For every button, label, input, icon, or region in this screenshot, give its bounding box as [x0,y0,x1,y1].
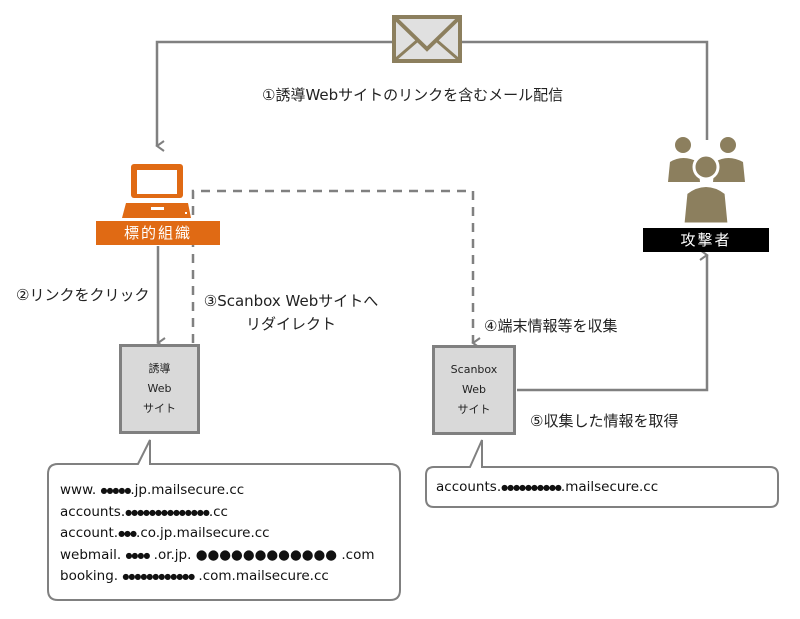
domain-suffix: .or.jp. ●●●●●●●●●●●● .com [149,546,375,563]
scanbox-domain-bubble-outline [425,439,779,508]
target-org-label: 標的組織 [96,221,220,245]
step4-label: ④端末情報等を収集 [484,317,618,335]
domain-suffix: .mailsecure.cc [560,479,659,495]
lure-site-line1: 誘導 [148,362,171,375]
people-group-icon [668,137,745,226]
domain-mask: ●●● [118,529,137,538]
lure-domain-bubble-outline [47,439,401,601]
step2-label: ②リンクをクリック [16,286,150,304]
domain-suffix: .co.jp.mailsecure.cc [136,525,270,541]
step3-label-line1: ③Scanbox Webサイトへ [203,292,379,310]
lure-domain-list: www. ●●●●●.jp.mailsecure.cc accounts.●●●… [60,480,374,588]
domain-item: accounts.●●●●●●●●●●●●●●.cc [60,502,374,524]
domain-mask: ●●●● [125,550,150,560]
domain-prefix: account. [60,525,119,541]
domain-item: www. ●●●●●.jp.mailsecure.cc [60,480,374,502]
domain-item: booking. ●●●●●●●●●●●● .com.mailsecure.cc [60,566,374,588]
scanbox-domain-list: accounts.●●●●●●●●●●.mailsecure.cc [436,477,658,499]
scanbox-site-line1: Scanbox [450,363,498,376]
domain-suffix: .cc [208,503,228,520]
domain-prefix: accounts. [60,503,126,520]
step3-label: ③Scanbox Webサイトへ リダイレクト [200,290,382,334]
laptop-icon [122,164,191,218]
lure-web-site-node: 誘導 Web サイト [119,344,200,434]
domain-prefix: webmail. [60,546,126,563]
domain-suffix: .jp.mailsecure.cc [130,482,245,498]
envelope-icon [392,15,462,63]
domain-mask: ●●●●●●●●●●●●●● [125,507,210,517]
step5-label: ⑤収集した情報を取得 [530,412,679,430]
domain-prefix: booking. [60,568,123,584]
lure-site-line3: サイト [143,402,176,415]
scanbox-site-line2: Web [462,383,486,396]
step3-label-line2: リダイレクト [245,315,336,333]
domain-mask: ●●●●●●●●●● [501,483,562,492]
scanbox-site-line3: サイト [457,403,491,416]
domain-prefix: www. [60,482,101,498]
lure-site-line2: Web [147,382,172,395]
domain-mask: ●●●●● [100,486,131,495]
domain-item: accounts.●●●●●●●●●●.mailsecure.cc [436,477,658,499]
domain-mask: ●●●●●●●●●●●● [122,572,195,581]
collect-info-arrow [517,249,709,392]
redirect-dashed-arrow [191,189,481,349]
attacker-label: 攻撃者 [643,228,769,252]
domain-prefix: accounts. [436,479,502,495]
domain-item: webmail. ●●●● .or.jp. ●●●●●●●●●●●● .com [60,545,374,567]
step1-label: ①誘導Webサイトのリンクを含むメール配信 [262,86,564,104]
domain-suffix: .com.mailsecure.cc [194,568,329,584]
domain-item: account.●●●.co.jp.mailsecure.cc [60,523,374,545]
scanbox-web-site-node: Scanbox Web サイト [432,345,516,435]
